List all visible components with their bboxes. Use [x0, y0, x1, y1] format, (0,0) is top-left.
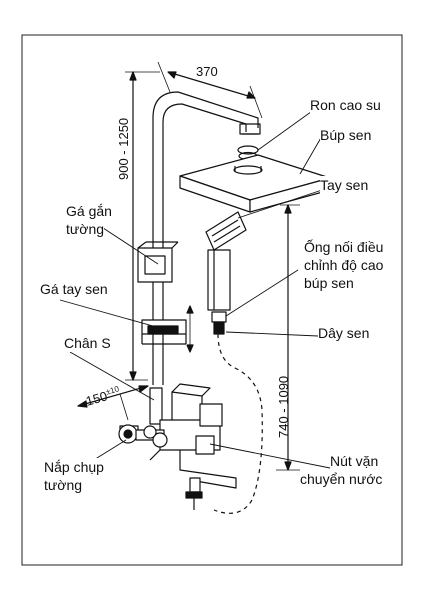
label-diverter-2: chuyển nước [300, 470, 383, 488]
mixer-body [149, 383, 237, 510]
dim-150-lines [77, 385, 149, 421]
label-gasket: Ron cao su [310, 96, 381, 114]
wall-bracket [137, 241, 179, 283]
rain-shower-head [179, 154, 331, 213]
s-connector [118, 424, 168, 448]
dim-mixer-value: 740 - 1090 [276, 375, 291, 438]
label-s-connector: Chân S [64, 334, 111, 352]
label-diverter-1: Nút vặn [330, 452, 379, 470]
dim-370-value: 370 [196, 64, 218, 79]
hand-shower [205, 211, 247, 335]
label-hose: Dây sen [318, 324, 370, 342]
label-hand-shower: Tay sen [320, 176, 369, 194]
label-wall-bracket-1: Gá gắn [66, 202, 112, 220]
label-extension-pipe-2: chỉnh độ cao [304, 256, 384, 274]
label-extension-pipe-1: Ống nối điều [304, 238, 384, 256]
label-extension-pipe-3: búp sen [304, 274, 354, 292]
hand-shower-holder [141, 305, 194, 353]
dim-column-value: 900 - 1250 [116, 117, 131, 180]
label-wall-bracket-2: tường [66, 220, 105, 238]
label-rain-shower: Búp sen [320, 126, 372, 144]
shower-column [152, 91, 261, 385]
label-wall-cap-2: tường [44, 476, 83, 494]
shower-hose [213, 333, 263, 514]
dim-370-lines [157, 61, 263, 119]
label-wall-cap-1: Nắp chụp [44, 458, 104, 476]
dim-150-tolerance: ±10 [104, 384, 121, 397]
label-holder: Gá tay sen [40, 280, 108, 298]
frame-border [21, 34, 403, 566]
dim-mixer-lines [276, 204, 300, 471]
dim-column-lines [125, 71, 160, 381]
